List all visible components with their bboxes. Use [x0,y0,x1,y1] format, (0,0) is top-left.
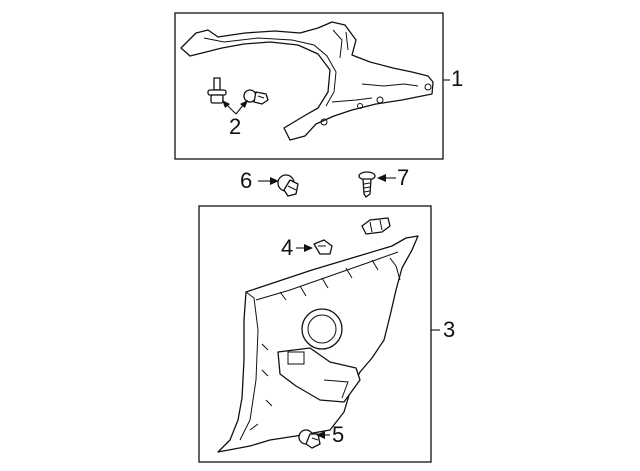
callout-2: 2 [229,114,242,139]
arrowhead-4 [304,244,313,252]
callout-4: 4 [281,235,294,260]
arrowhead-7 [377,174,386,182]
clip-fastener-5 [298,429,321,449]
arrowhead-5 [316,431,325,439]
arrowhead-6 [270,177,279,185]
clip-4 [313,239,333,255]
callout-1: 1 [451,66,464,91]
clip-fastener-6 [277,174,299,197]
lower-trim-panel [217,235,419,453]
clip-fastener-a [207,77,227,104]
top-bracket [361,217,391,235]
arrowhead-2a [222,100,230,108]
screw-fastener-7 [358,171,376,198]
arrowhead-2b [240,100,248,108]
callout-6: 6 [240,168,253,193]
callout-7: 7 [397,165,410,190]
callout-3: 3 [443,317,456,342]
upper-group-frame [174,12,444,160]
clip-fastener-b [243,89,269,105]
upper-trim-panel [180,21,434,141]
callout-5: 5 [332,422,345,447]
lower-group-frame [198,205,432,463]
leader-line-2 [225,103,245,115]
